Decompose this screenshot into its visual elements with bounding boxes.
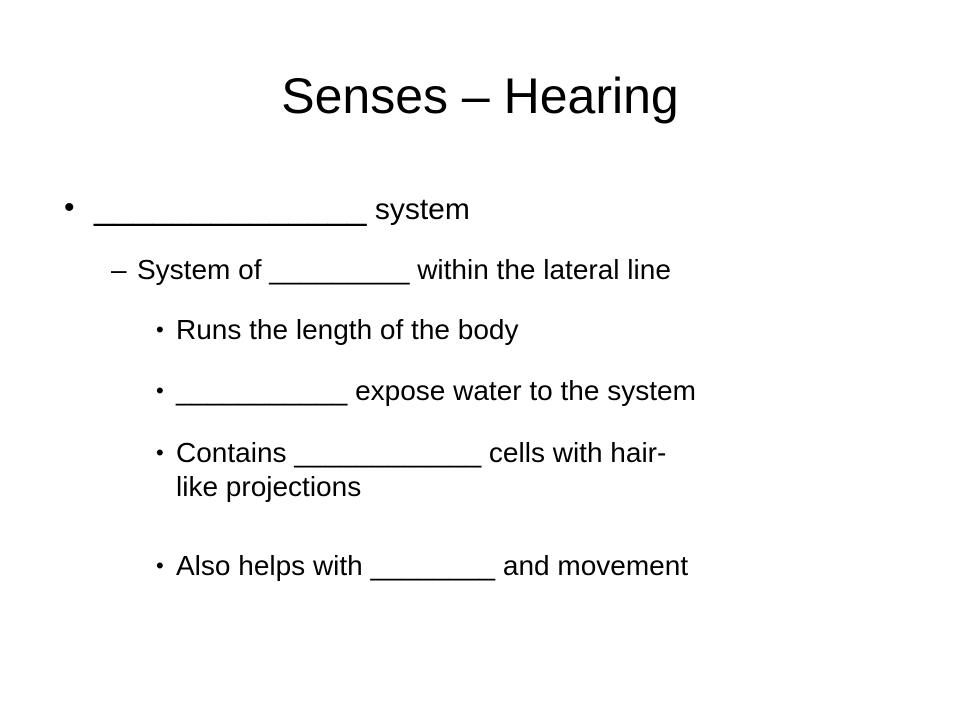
bullet-dot-icon: • <box>156 378 164 403</box>
bullet-level3-item: • Also helps with ________ and movement <box>156 549 689 583</box>
bullet-level1: • ______________ system <box>64 185 470 233</box>
bullet-level3-text: ___________ expose water to the system <box>176 375 696 406</box>
bullet-dot-icon: • <box>156 553 164 578</box>
bullet-level3-text-line2: like projections <box>176 471 362 502</box>
bullet-level3-text-line1: Contains ____________ cells with hair- <box>176 437 667 468</box>
bullet-level2-text: System of _________ within the lateral l… <box>137 254 671 285</box>
bullet-level3-item: • Contains ____________ cells with hair-… <box>156 436 667 504</box>
bullet-dot-icon: • <box>156 440 164 465</box>
bullet-level3-text: Runs the length of the body <box>176 314 519 345</box>
dash-icon: – <box>111 254 127 285</box>
slide-title: Senses – Hearing <box>281 68 679 124</box>
bullet-dot-icon: • <box>64 191 75 224</box>
bullet-level3-text: Also helps with ________ and movement <box>176 550 689 581</box>
bullet-level3-item: • ___________ expose water to the system <box>156 374 696 408</box>
bullet-level2: – System of _________ within the lateral… <box>111 248 671 292</box>
bullet-dot-icon: • <box>156 317 164 342</box>
bullet-level1-text: system <box>366 193 470 226</box>
bullet-level3-item: • Runs the length of the body <box>156 313 519 347</box>
fill-in-blank: ______________ <box>94 188 367 227</box>
